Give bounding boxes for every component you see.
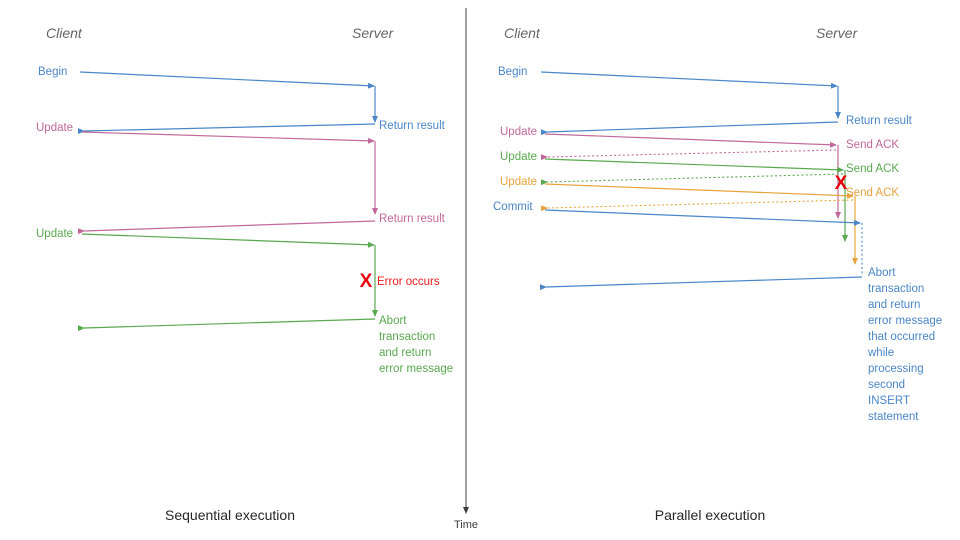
error-marker-sequential: X Error occurs [360, 271, 440, 292]
actor-header-client: Client [504, 25, 541, 41]
label-update-1: Update [500, 126, 537, 138]
arrow-update-1-request [544, 133, 837, 148]
arrow-return-result-1 [77, 123, 376, 135]
abort-note-sequential: Abort transaction and return error messa… [379, 315, 453, 375]
label-send-ack-3: Send ACK [846, 187, 899, 199]
label-return-result: Return result [846, 115, 913, 127]
abort-note-line: processing [868, 363, 924, 375]
label-commit: Commit [493, 201, 533, 213]
arrow-begin-request [79, 71, 375, 89]
abort-note-line: while [867, 347, 894, 359]
label-begin: Begin [498, 66, 527, 78]
arrow-send-ack-1 [540, 149, 837, 161]
label-begin: Begin [38, 66, 67, 78]
abort-note-line: INSERT [868, 395, 910, 407]
arrow-begin-request [540, 71, 838, 89]
panel-sequential: Client Server Begin Return result Update… [36, 25, 453, 523]
abort-note-line: transaction [868, 283, 924, 295]
abort-note-line: and return [868, 299, 920, 311]
arrow-send-ack-3 [540, 199, 854, 212]
error-label: Error occurs [377, 276, 440, 288]
actor-header-server: Server [352, 25, 395, 41]
label-update-1: Update [36, 122, 73, 134]
abort-note-line: error message [868, 315, 942, 327]
abort-note-line: second [868, 379, 905, 391]
arrow-send-ack-2 [540, 173, 844, 186]
error-x-icon: X [360, 271, 373, 292]
actor-header-server: Server [816, 25, 859, 41]
abort-note-parallel: Abort transaction and return error messa… [867, 267, 942, 423]
label-send-ack-1: Send ACK [846, 139, 899, 151]
label-return-result-2: Return result [379, 213, 446, 225]
caption-sequential: Sequential execution [165, 507, 295, 523]
actor-header-client: Client [46, 25, 83, 41]
time-axis-label: Time [454, 519, 478, 531]
label-return-result-1: Return result [379, 120, 446, 132]
abort-note-line: statement [868, 411, 919, 423]
label-send-ack-2: Send ACK [846, 163, 899, 175]
arrow-update-1-request [81, 131, 375, 144]
abort-note-line: transaction [379, 331, 435, 343]
label-update-3: Update [500, 176, 537, 188]
abort-note-line: error message [379, 363, 453, 375]
arrow-commit-request [544, 209, 861, 226]
label-update-2: Update [500, 151, 537, 163]
arrow-update-2-request [544, 158, 844, 173]
arrow-return-result-2 [77, 220, 376, 235]
arrow-update-3-request [544, 183, 854, 199]
label-update-2: Update [36, 228, 73, 240]
panel-parallel: Client Server Begin Return result Update… [493, 25, 942, 523]
arrow-abort-return-sequential [77, 318, 376, 332]
arrow-update-2-request [81, 233, 375, 248]
arrow-return-result [540, 121, 839, 136]
error-x-icon: X [835, 173, 848, 194]
abort-note-line: and return [379, 347, 431, 359]
abort-note-line: Abort [868, 267, 896, 279]
caption-parallel: Parallel execution [655, 507, 766, 523]
time-axis: Time [454, 8, 478, 531]
arrow-abort-return-parallel [539, 276, 863, 291]
abort-note-line: that occurred [868, 331, 935, 343]
abort-note-line: Abort [379, 315, 407, 327]
error-marker-parallel: X [835, 173, 848, 194]
